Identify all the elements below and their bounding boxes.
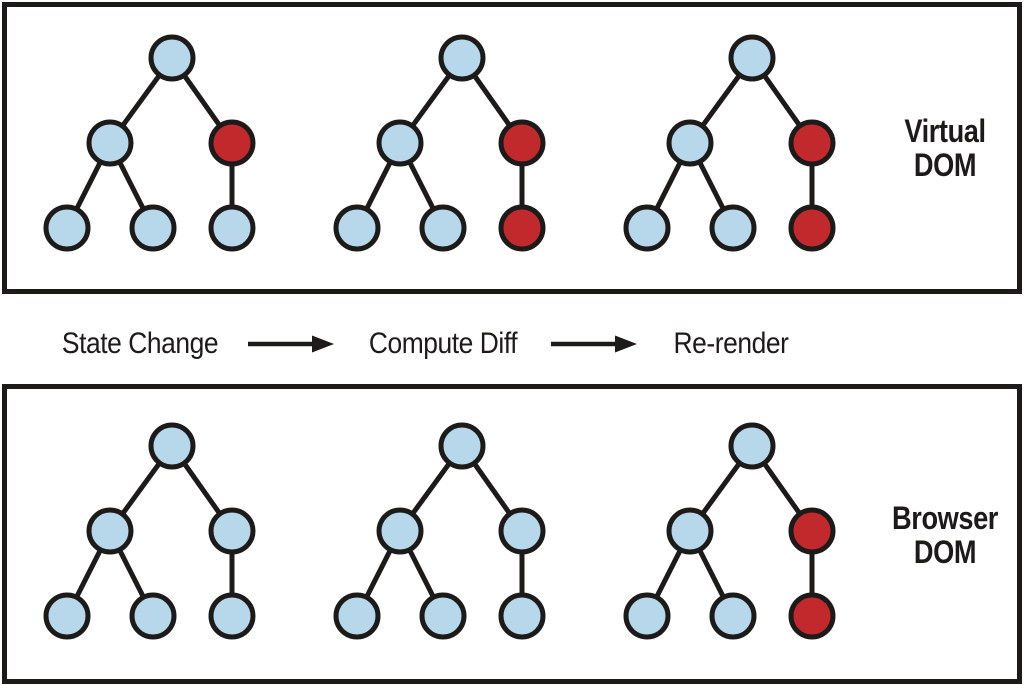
tree-node <box>419 592 467 640</box>
dom-tree <box>333 34 546 252</box>
tree-node <box>498 507 546 555</box>
tree-node <box>43 204 91 252</box>
dom-tree <box>623 34 836 252</box>
tree-node <box>788 119 836 167</box>
tree-node <box>419 204 467 252</box>
tree-node <box>623 592 671 640</box>
tree-node <box>709 592 757 640</box>
browser-dom-panel: Browser DOM <box>2 384 1022 684</box>
tree-node <box>788 507 836 555</box>
tree-node <box>666 507 714 555</box>
flow-arrow-icon <box>248 335 334 353</box>
flow-arrow-icon <box>551 335 637 353</box>
tree-node <box>208 507 256 555</box>
tree-node <box>333 204 381 252</box>
dom-tree <box>623 422 836 640</box>
flow-step-compute-diff: Compute Diff <box>368 327 518 360</box>
tree-node <box>788 204 836 252</box>
tree-node <box>623 204 671 252</box>
tree-node <box>438 34 486 82</box>
tree-node <box>376 507 424 555</box>
tree-node <box>148 34 196 82</box>
tree-node <box>208 592 256 640</box>
panel-label-virtual-dom: Virtual DOM <box>904 113 986 183</box>
tree-node <box>728 422 776 470</box>
tree-node <box>438 422 486 470</box>
tree-node <box>208 204 256 252</box>
tree-node <box>208 119 256 167</box>
tree-node <box>129 204 177 252</box>
tree-node <box>86 507 134 555</box>
dom-tree <box>43 34 256 252</box>
tree-node <box>376 119 424 167</box>
panel-label-browser-dom: Browser DOM <box>892 500 998 570</box>
tree-node <box>333 592 381 640</box>
flow-step-re-render: Re-render <box>673 327 789 360</box>
tree-node <box>666 119 714 167</box>
tree-node <box>148 422 196 470</box>
virtual-dom-panel: Virtual DOM <box>2 2 1022 294</box>
tree-node <box>709 204 757 252</box>
tree-node <box>129 592 177 640</box>
tree-node <box>498 119 546 167</box>
flow-row: State Change Compute Diff Re-render <box>0 294 1024 384</box>
flow-step-state-change: State Change <box>61 327 219 360</box>
tree-node <box>43 592 91 640</box>
tree-node <box>788 592 836 640</box>
dom-tree <box>43 422 256 640</box>
dom-tree <box>333 422 546 640</box>
tree-node <box>86 119 134 167</box>
tree-node <box>498 204 546 252</box>
tree-node <box>728 34 776 82</box>
tree-node <box>498 592 546 640</box>
